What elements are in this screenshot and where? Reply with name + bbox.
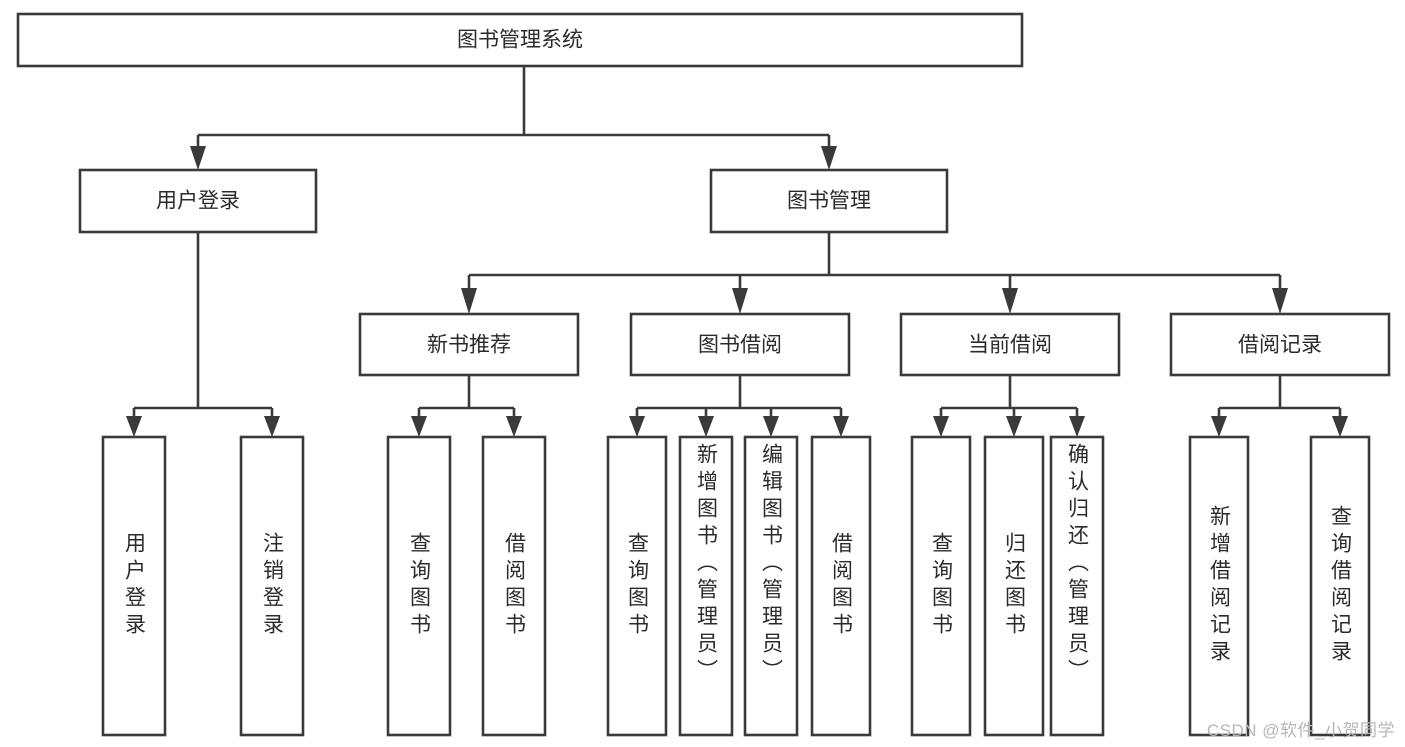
arrow-to-current-borrow [1002,288,1018,314]
node-user-login-box[interactable] [78,168,318,234]
leaf-box-borrow-book-2[interactable] [810,435,872,737]
node-book-manage-box[interactable] [709,168,949,234]
arrow-to-book-manage [821,146,837,170]
arrow-to-book-borrow [732,288,748,314]
arrow-leaf-borrow-book-1 [506,416,522,437]
node-borrow-record-label: 借阅记录 [1238,334,1322,357]
node-book-borrow-box[interactable] [629,312,851,377]
node-current-borrow[interactable]: 当前借阅 [899,312,1121,377]
leaf-box-add-book[interactable] [678,435,734,737]
node-new-book-rec[interactable]: 新书推荐 [358,312,580,377]
node-book-borrow-label: 图书借阅 [698,334,782,357]
arrow-leaf-edit-book [763,416,779,437]
node-borrow-record-box[interactable] [1169,312,1391,377]
node-user-login[interactable]: 用户登录 [78,168,318,234]
leaf-box-edit-book[interactable] [743,435,799,737]
arrow-leaf-return-book [1006,416,1022,437]
leaf-box-query-book-3[interactable] [910,435,972,737]
leaf-box-user-login[interactable] [101,435,167,737]
arrow-to-new-book-rec [461,288,477,314]
leaf-box-return-book[interactable] [983,435,1045,737]
arrow-leaf-add-book [698,416,714,437]
leaf-box-confirm-return[interactable] [1049,435,1105,737]
arrow-leaf-query-book-2 [629,416,645,437]
node-book-borrow[interactable]: 图书借阅 [629,312,851,377]
leaf-box-user-logout[interactable] [239,435,305,737]
leaf-box-borrow-book-1[interactable] [481,435,547,737]
node-user-login-label: 用户登录 [156,190,240,213]
node-current-borrow-label: 当前借阅 [968,334,1052,357]
arrow-leaf-confirm-return [1069,416,1085,437]
arrow-to-user-login [190,146,206,170]
node-borrow-record[interactable]: 借阅记录 [1169,312,1391,377]
node-root-box[interactable] [16,12,1024,68]
leaf-box-query-record[interactable] [1309,435,1371,737]
node-root-label: 图书管理系统 [457,29,583,52]
leaf-box-add-record[interactable] [1188,435,1250,737]
arrow-leaf-borrow-book-2 [833,416,849,437]
node-new-book-rec-box[interactable] [358,312,580,377]
csdn-watermark: CSDN @软件_小贺同学 [1206,721,1395,740]
arrow-leaf-user-login [126,416,142,437]
node-book-manage[interactable]: 图书管理 [709,168,949,234]
arrow-leaf-query-book-1 [411,416,427,437]
node-book-manage-label: 图书管理 [787,190,871,213]
arrow-to-borrow-record [1272,288,1288,314]
node-root[interactable]: 图书管理系统 [16,12,1024,68]
leaf-box-layer [101,435,1371,737]
arrow-leaf-query-record [1332,416,1348,437]
leaf-box-query-book-1[interactable] [386,435,452,737]
node-new-book-rec-label: 新书推荐 [427,334,511,357]
connector-layer [126,66,1348,437]
leaf-box-query-book-2[interactable] [606,435,668,737]
node-current-borrow-box[interactable] [899,312,1121,377]
arrow-leaf-query-book-3 [933,416,949,437]
arrow-leaf-user-logout [264,416,280,437]
arrow-leaf-add-record [1211,416,1227,437]
